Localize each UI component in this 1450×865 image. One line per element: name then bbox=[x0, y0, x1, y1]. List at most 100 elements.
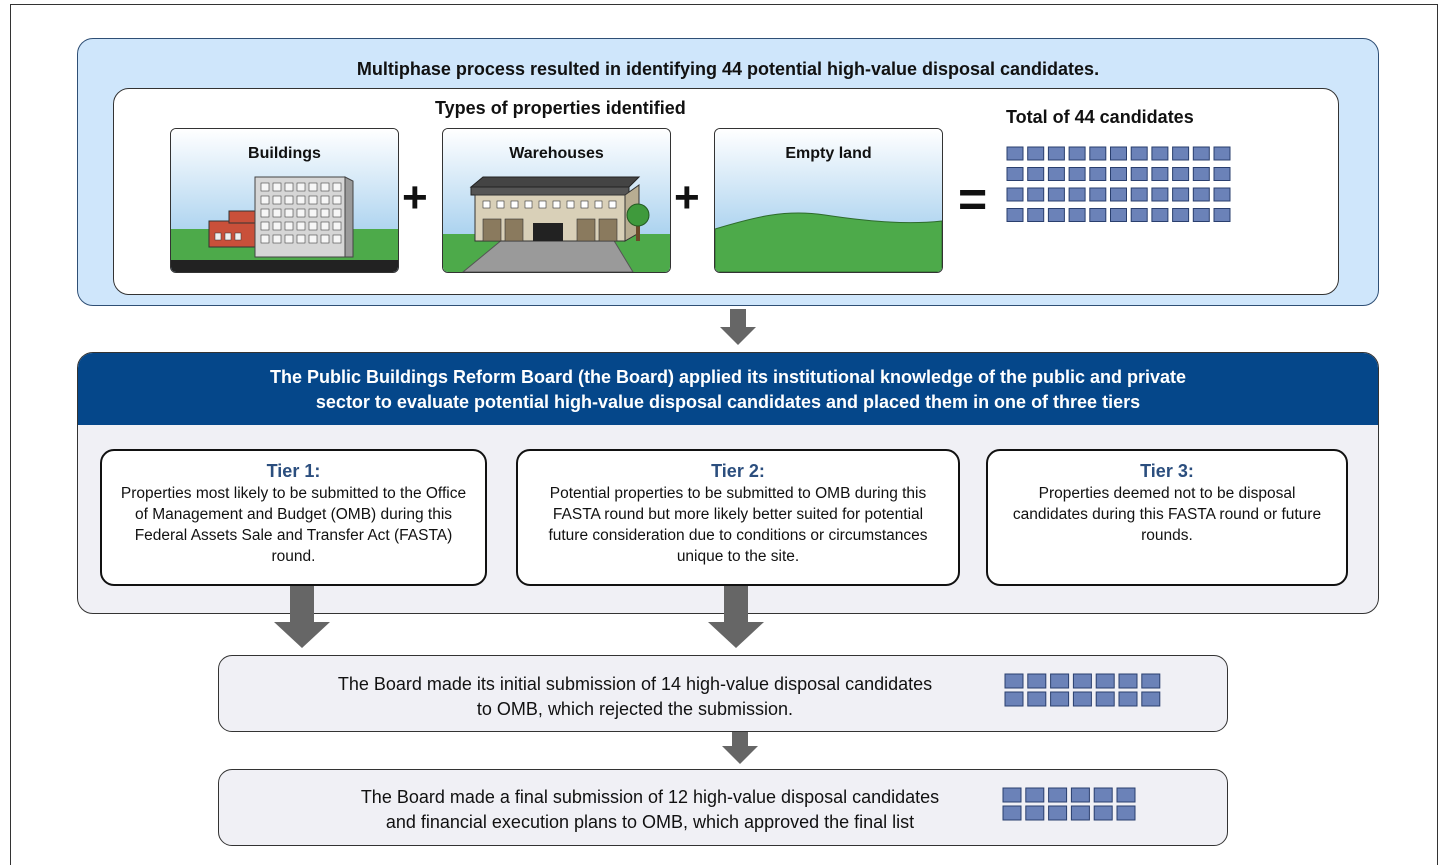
candidate-square bbox=[1070, 805, 1090, 821]
tier-3-title: Tier 3: bbox=[1140, 461, 1194, 481]
candidate-square bbox=[1141, 691, 1161, 707]
candidate-square bbox=[1110, 167, 1127, 181]
candidate-squares-12 bbox=[1002, 787, 1136, 821]
building-icon bbox=[171, 129, 398, 272]
candidate-square bbox=[1192, 167, 1210, 181]
candidate-square bbox=[1110, 208, 1127, 222]
candidate-square bbox=[1004, 691, 1024, 707]
candidate-square bbox=[1006, 208, 1024, 222]
candidate-square bbox=[1089, 187, 1107, 202]
candidate-square bbox=[1110, 146, 1127, 161]
candidate-square bbox=[1070, 787, 1090, 803]
candidate-square bbox=[1027, 167, 1045, 181]
candidate-square bbox=[1089, 146, 1107, 161]
initial-submission-text: The Board made its initial submission of… bbox=[280, 672, 990, 722]
empty-land-card: Empty land bbox=[714, 128, 943, 273]
tier-3-text: Properties deemed not to be disposal can… bbox=[1012, 485, 1322, 544]
tier-2-text: Potential properties to be submitted to … bbox=[548, 485, 928, 565]
board-header-line1: The Public Buildings Reform Board (the B… bbox=[269, 367, 1187, 387]
candidate-square bbox=[1027, 208, 1045, 222]
initial-submission-line1: The Board made its initial submission of… bbox=[337, 674, 933, 694]
candidate-square bbox=[1192, 208, 1210, 222]
empty-land-label: Empty land bbox=[785, 145, 872, 162]
tier-2-arrow bbox=[708, 586, 764, 648]
plus-sign: + bbox=[674, 173, 700, 222]
candidate-square bbox=[1089, 167, 1107, 181]
candidate-square bbox=[1025, 805, 1045, 821]
candidate-square bbox=[1002, 787, 1022, 803]
candidate-square bbox=[1110, 187, 1127, 202]
land-icon bbox=[715, 129, 942, 272]
candidate-square bbox=[1118, 691, 1138, 707]
plus-sign: + bbox=[402, 173, 428, 222]
candidate-square bbox=[1116, 787, 1136, 803]
candidate-square bbox=[1006, 187, 1024, 202]
candidate-square bbox=[1172, 208, 1190, 222]
candidate-square bbox=[1213, 187, 1231, 202]
candidate-square bbox=[1151, 187, 1169, 202]
types-title: Types of properties identified bbox=[435, 98, 686, 118]
final-submission-line1: The Board made a final submission of 12 … bbox=[360, 787, 940, 807]
candidate-square bbox=[1213, 208, 1231, 222]
candidate-squares-44 bbox=[1006, 146, 1231, 222]
candidate-square bbox=[1151, 167, 1169, 181]
total-title: Total of 44 candidates bbox=[1006, 107, 1194, 127]
candidate-square bbox=[1072, 673, 1092, 689]
identification-title: Multiphase process resulted in identifyi… bbox=[356, 59, 1100, 79]
candidate-square bbox=[1068, 167, 1086, 181]
candidate-square bbox=[1141, 673, 1161, 689]
candidate-square bbox=[1004, 673, 1024, 689]
candidate-square bbox=[1027, 187, 1045, 202]
board-header-line2: sector to evaluate potential high-value … bbox=[315, 392, 1141, 412]
candidate-square bbox=[1048, 787, 1068, 803]
candidate-square bbox=[1172, 167, 1190, 181]
tier-2-box: Tier 2: Potential properties to be submi… bbox=[516, 449, 960, 586]
candidate-square bbox=[1093, 805, 1113, 821]
warehouse-icon bbox=[443, 129, 670, 272]
final-submission-text: The Board made a final submission of 12 … bbox=[300, 785, 1000, 835]
flow-arrow bbox=[720, 309, 756, 345]
candidate-square bbox=[1072, 691, 1092, 707]
tier-2-title: Tier 2: bbox=[711, 461, 765, 481]
candidate-square bbox=[1027, 673, 1047, 689]
warehouses-label: Warehouses bbox=[509, 145, 604, 162]
candidate-square bbox=[1025, 787, 1045, 803]
equals-sign: = bbox=[958, 171, 988, 227]
tier-1-text: Properties most likely to be submitted t… bbox=[120, 485, 467, 565]
tier-1-arrow bbox=[274, 586, 330, 648]
candidate-square bbox=[1068, 208, 1086, 222]
candidate-square bbox=[1095, 673, 1115, 689]
buildings-label: Buildings bbox=[248, 145, 321, 162]
candidate-square bbox=[1213, 146, 1231, 161]
flow-arrow bbox=[722, 732, 758, 764]
candidate-square bbox=[1118, 673, 1138, 689]
candidate-square bbox=[1192, 187, 1210, 202]
candidate-square bbox=[1002, 805, 1022, 821]
tier-3-box: Tier 3: Properties deemed not to be disp… bbox=[986, 449, 1348, 586]
candidate-square bbox=[1130, 167, 1148, 181]
candidate-square bbox=[1213, 167, 1231, 181]
candidate-square bbox=[1050, 691, 1070, 707]
candidate-square bbox=[1130, 146, 1148, 161]
final-submission-line2: and financial execution plans to OMB, wh… bbox=[385, 812, 915, 832]
candidate-square bbox=[1006, 146, 1024, 161]
candidate-square bbox=[1172, 146, 1190, 161]
candidate-square bbox=[1130, 187, 1148, 202]
candidate-square bbox=[1192, 146, 1210, 161]
candidate-square bbox=[1151, 208, 1169, 222]
tier-1-title: Tier 1: bbox=[266, 461, 321, 481]
candidate-squares-14 bbox=[1004, 673, 1161, 707]
candidate-square bbox=[1089, 208, 1107, 222]
initial-submission-line2: to OMB, which rejected the submission. bbox=[476, 699, 794, 719]
candidate-square bbox=[1130, 208, 1148, 222]
candidate-square bbox=[1095, 691, 1115, 707]
candidate-square bbox=[1006, 167, 1024, 181]
candidate-square bbox=[1027, 146, 1045, 161]
candidate-square bbox=[1048, 805, 1068, 821]
candidate-square bbox=[1093, 787, 1113, 803]
tier-1-box: Tier 1: Properties most likely to be sub… bbox=[100, 449, 487, 586]
candidate-square bbox=[1047, 187, 1065, 202]
board-header: The Public Buildings Reform Board (the B… bbox=[78, 353, 1378, 425]
buildings-card: Buildings bbox=[170, 128, 399, 273]
candidate-square bbox=[1116, 805, 1136, 821]
